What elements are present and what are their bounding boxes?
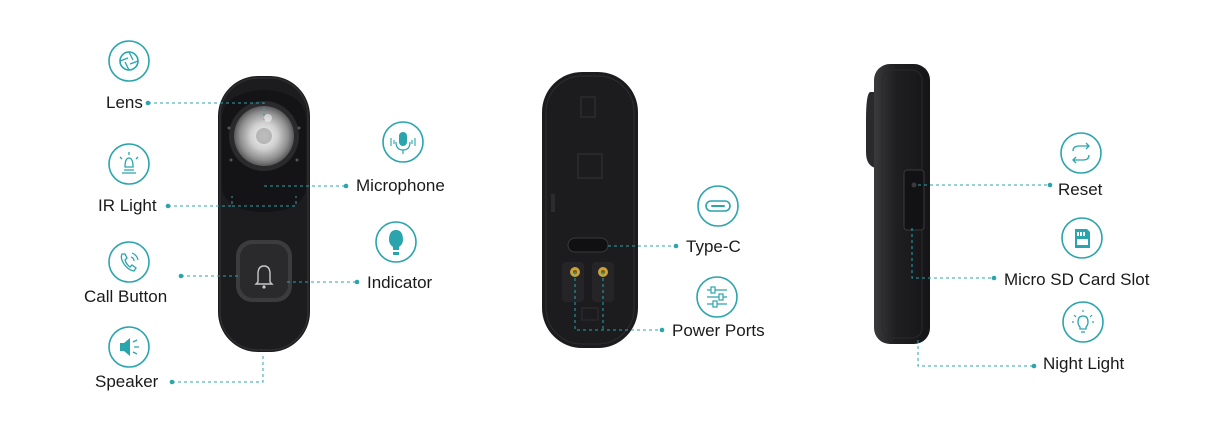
leader-lines [148, 102, 1050, 383]
type-c-port [567, 237, 609, 253]
reset-icon [1060, 132, 1102, 174]
front-device [218, 76, 310, 352]
ir-light-icon [108, 143, 150, 185]
label-call-button: Call Button [84, 287, 168, 306]
label-micro-sd-card-slot: Micro SD Card Slot [1004, 270, 1150, 289]
label-reset: Reset [1058, 180, 1103, 199]
back-device [542, 72, 638, 348]
label-speaker: Speaker [95, 372, 159, 391]
speaker-icon [108, 326, 150, 368]
light-bulb-icon [375, 221, 417, 263]
night-light-icon [1062, 301, 1104, 343]
label-microphone: Microphone [356, 176, 445, 195]
label-lens: Lens [106, 93, 143, 112]
usb-c-icon [697, 185, 739, 227]
label-ir-light: IR Light [98, 196, 157, 215]
reset-hole [911, 182, 917, 188]
label-indicator: Indicator [367, 273, 433, 292]
sd-card-icon [1061, 217, 1103, 259]
label-night-light: Night Light [1043, 354, 1125, 373]
leader-dots [145, 100, 1053, 385]
lens-aperture-icon [108, 40, 150, 82]
sd-slot [903, 169, 925, 231]
phone-call-icon [108, 241, 150, 283]
microphone-icon [382, 121, 424, 163]
bell-icon [254, 265, 274, 285]
sliders-icon [696, 276, 738, 318]
side-device [866, 64, 930, 344]
label-power-ports: Power Ports [672, 321, 765, 340]
label-type-c: Type-C [686, 237, 741, 256]
